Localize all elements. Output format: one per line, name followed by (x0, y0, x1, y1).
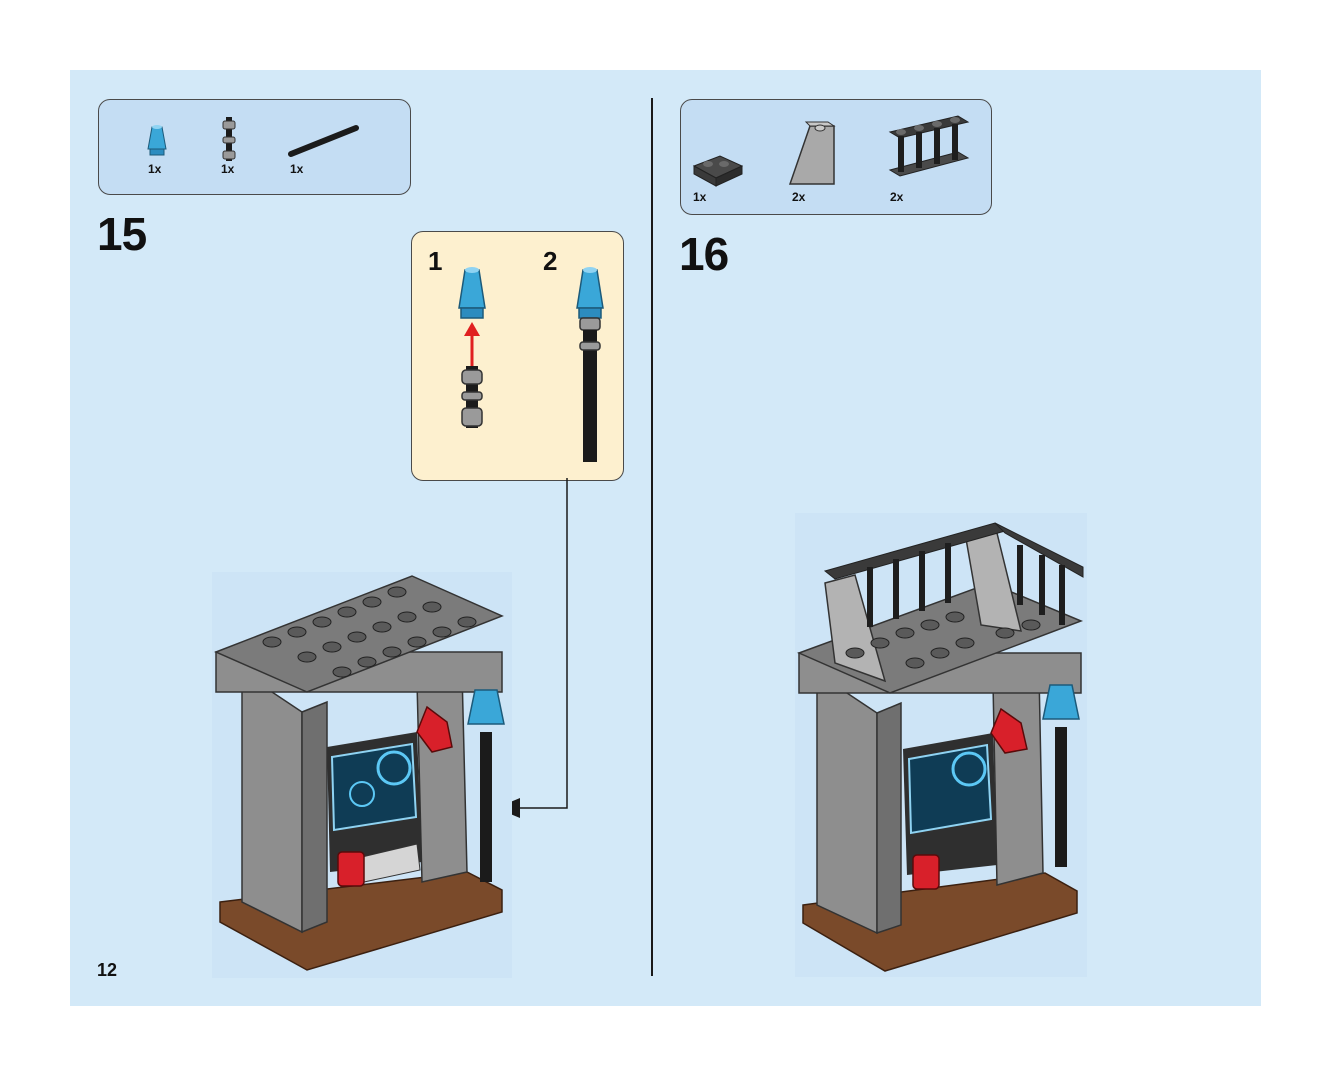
substep2-assembly-icon (576, 267, 604, 462)
page-number: 12 (97, 960, 118, 980)
fence-piece-icon (888, 115, 970, 177)
cone-piece-icon (147, 125, 167, 156)
substep-2-number: 2 (543, 246, 558, 276)
step15-part3-qty: 1x (290, 162, 304, 176)
step15-part1-qty: 1x (148, 162, 162, 176)
bar-holder-piece-icon (222, 117, 236, 161)
step15-part2-qty: 1x (221, 162, 235, 176)
substep1-assembly-icon (458, 267, 486, 428)
step15-number: 15 (97, 208, 147, 260)
step16-part2-qty: 2x (792, 190, 806, 204)
step15-parts-box (98, 99, 411, 195)
step16-part3-qty: 2x (890, 190, 904, 204)
step-divider (651, 98, 653, 976)
black-bar-piece-icon (288, 125, 359, 157)
slope-piece-icon (788, 121, 836, 185)
step16-model-illustration (795, 513, 1087, 977)
plate-piece-icon (692, 155, 744, 187)
step16-number: 16 (679, 228, 729, 280)
step15-model-illustration (212, 572, 512, 978)
step16-part1-qty: 1x (693, 190, 707, 204)
substep-1-number: 1 (428, 246, 443, 276)
